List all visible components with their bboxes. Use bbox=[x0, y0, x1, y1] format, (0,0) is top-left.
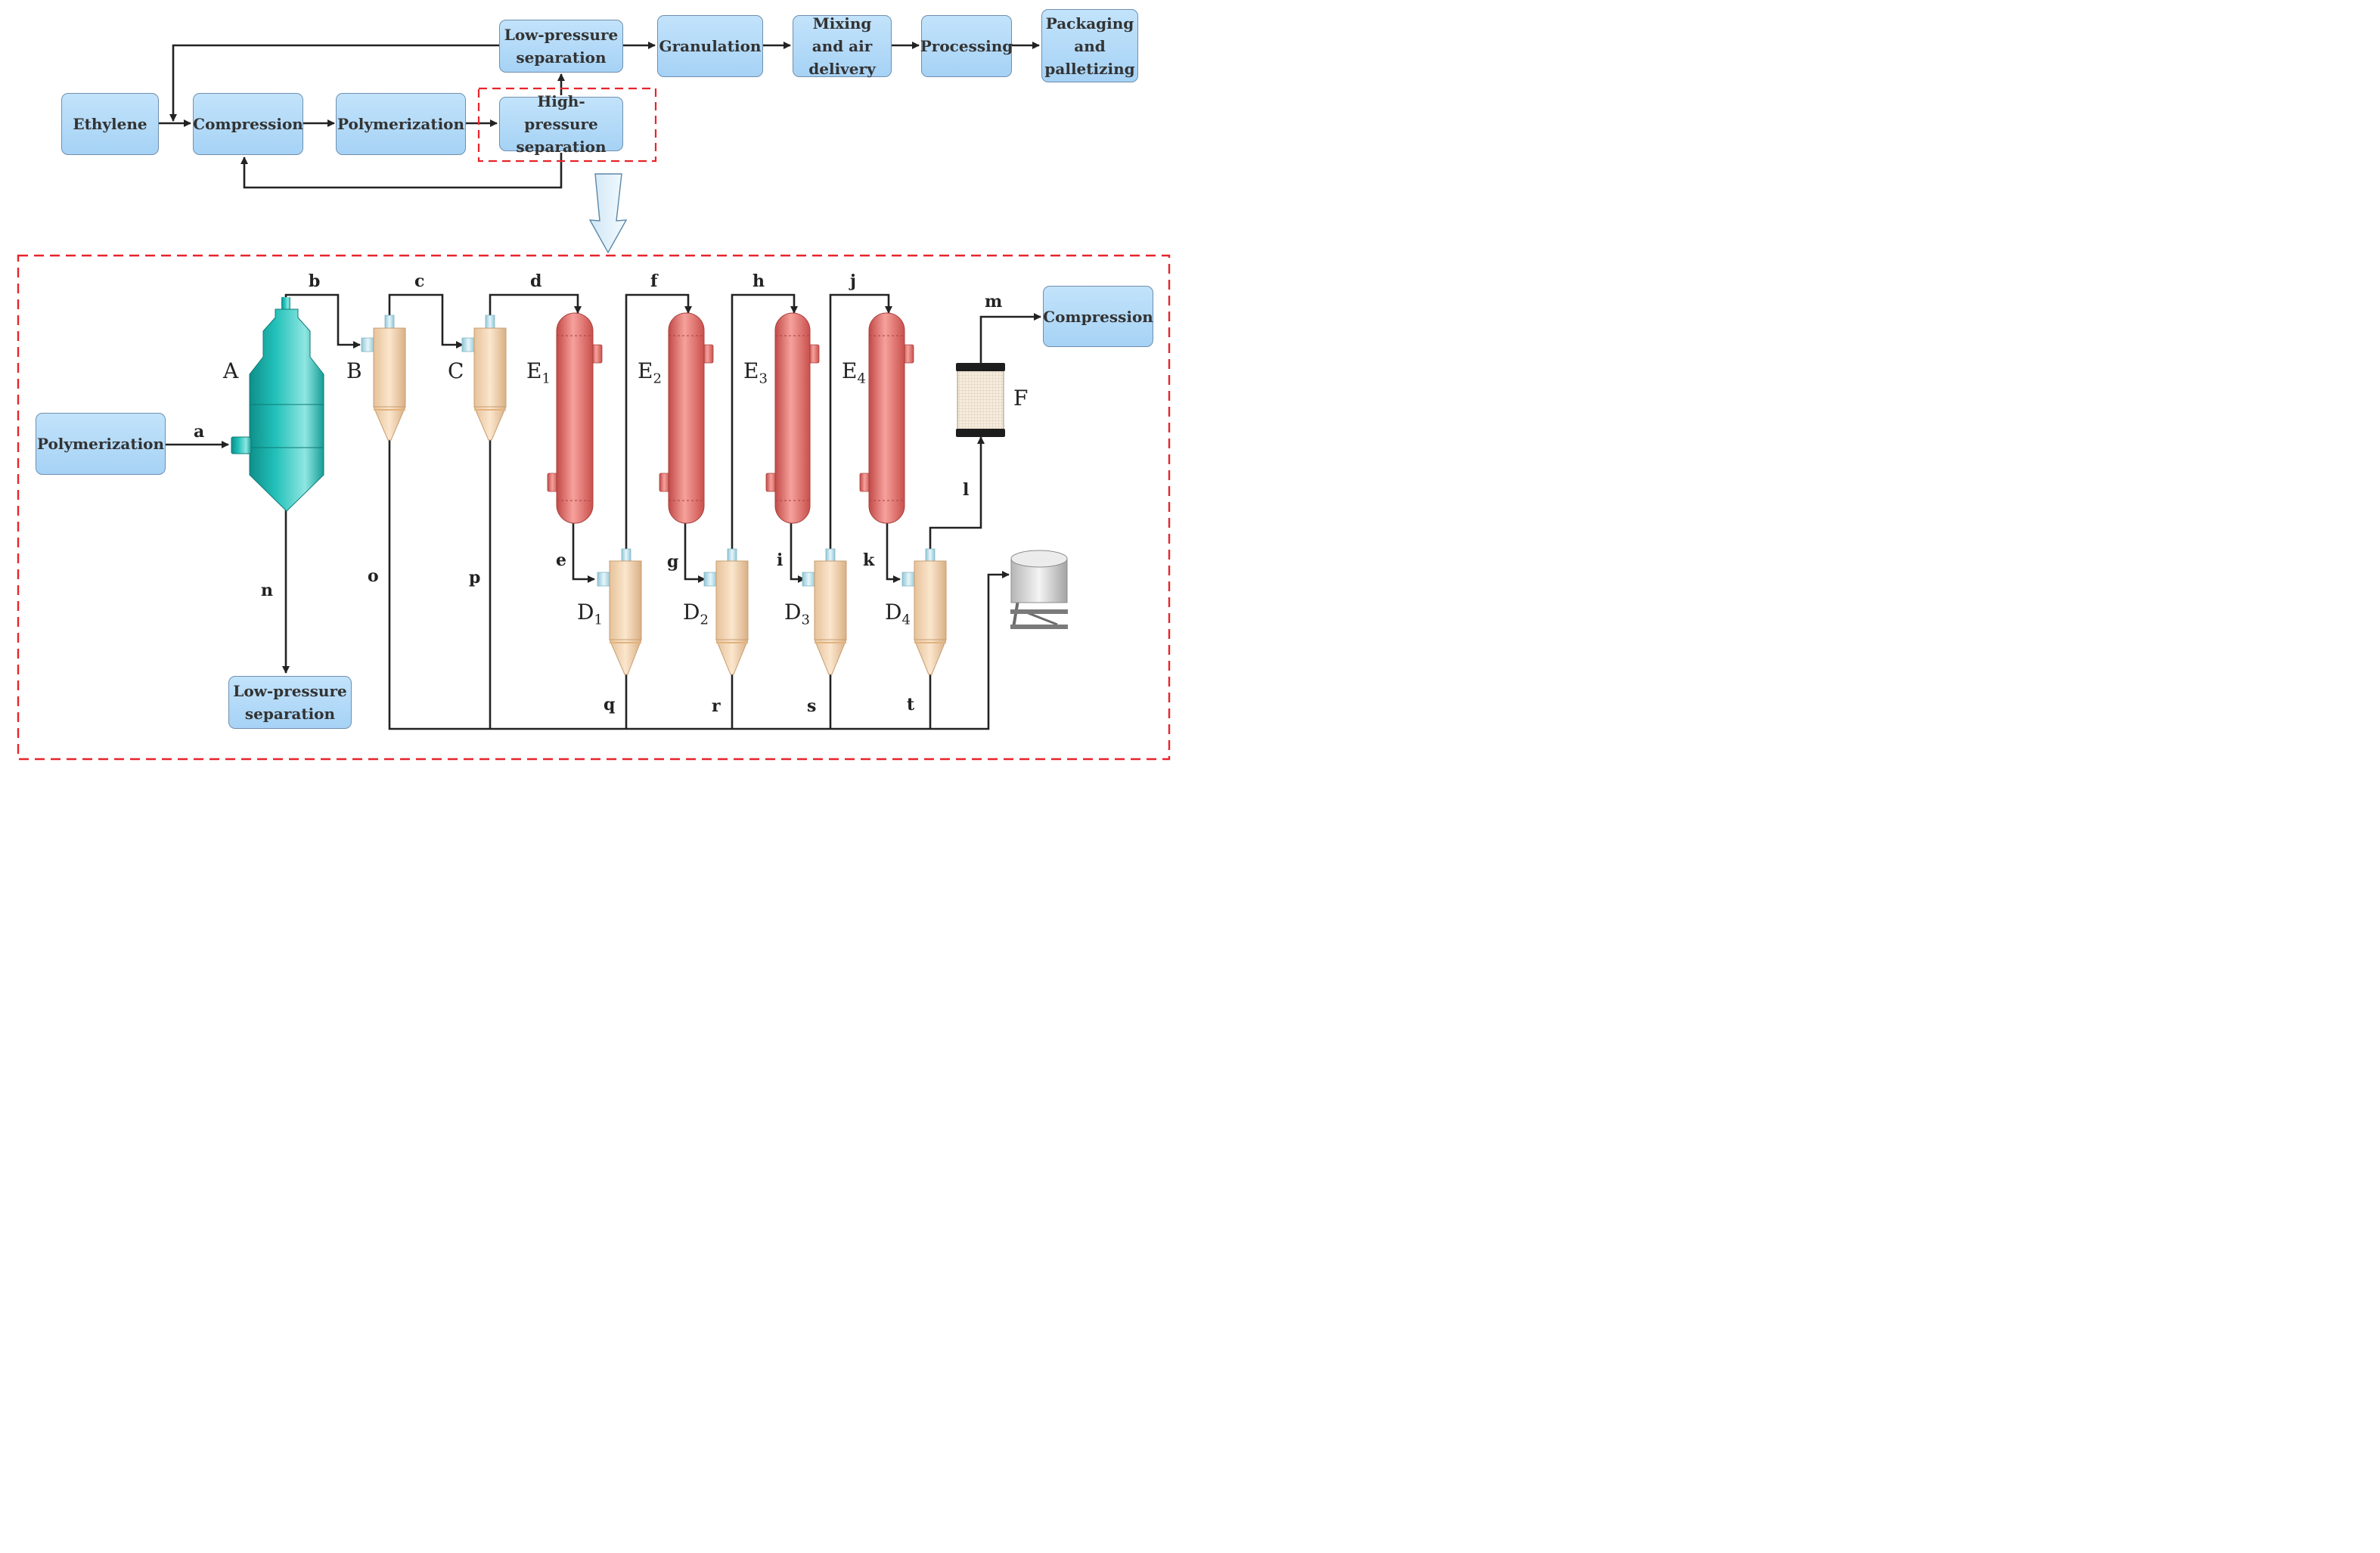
equipment-label-E3-sub: 3 bbox=[759, 370, 768, 387]
cooler-E1 bbox=[547, 312, 603, 524]
equipment-label-E2: E2 bbox=[638, 360, 662, 391]
stream-label-k: k bbox=[863, 550, 875, 570]
equipment-label-D4-sub: 4 bbox=[901, 612, 911, 628]
equipment-label-F: F bbox=[1013, 386, 1029, 411]
ethylene-label: Ethylene bbox=[73, 115, 147, 133]
equipment-label-D2: D2 bbox=[683, 601, 709, 632]
equipment-label-D1: D1 bbox=[577, 601, 603, 632]
detail-flow-lines bbox=[166, 293, 1041, 730]
equipment-label-D3: D3 bbox=[784, 601, 810, 632]
cyclone-B bbox=[361, 315, 406, 441]
stream-label-d: d bbox=[530, 271, 542, 291]
detail-low-pressure-separation-box: Low-pressure separation bbox=[228, 676, 352, 729]
equipment-label-E2-letter: E bbox=[638, 358, 653, 383]
equipment-label-D1-sub: 1 bbox=[594, 612, 603, 628]
cooler-E2 bbox=[659, 312, 714, 524]
filter-F bbox=[956, 363, 1005, 437]
stream-label-s: s bbox=[807, 696, 817, 716]
stream-label-p: p bbox=[469, 568, 481, 587]
processing-label: Processing bbox=[920, 37, 1013, 55]
cyclone-C bbox=[461, 315, 507, 441]
equipment-label-D2-letter: D bbox=[683, 600, 700, 625]
equipment-label-E3: E3 bbox=[743, 360, 768, 391]
high-pressure-separation-label: High-pressure separation bbox=[516, 92, 607, 156]
low-pressure-separation-box: Low-pressure separation bbox=[499, 20, 623, 73]
stream-label-q: q bbox=[604, 695, 616, 715]
stream-label-f: f bbox=[650, 271, 658, 291]
equipment-label-B: B bbox=[346, 358, 362, 383]
equipment-label-D4-letter: D bbox=[885, 600, 902, 625]
compression-box: Compression bbox=[193, 93, 303, 155]
equipment-label-E3-letter: E bbox=[743, 358, 759, 383]
storage-silo bbox=[1010, 550, 1068, 629]
stream-label-o: o bbox=[368, 566, 379, 586]
polymerization-label: Polymerization bbox=[337, 115, 465, 133]
cyclone-D2 bbox=[703, 548, 749, 675]
granulation-label: Granulation bbox=[659, 37, 762, 55]
packaging-palletizing-label: Packaging and palletizing bbox=[1044, 14, 1135, 78]
equipment-label-E1-letter: E bbox=[526, 358, 542, 383]
packaging-palletizing-box: Packaging and palletizing bbox=[1041, 9, 1138, 82]
equipment-label-D4: D4 bbox=[885, 601, 911, 632]
equipment-label-E4-sub: 4 bbox=[857, 370, 866, 387]
stream-label-j: j bbox=[850, 271, 856, 291]
stream-label-a: a bbox=[194, 422, 205, 442]
detail-frame bbox=[17, 254, 1171, 761]
equipment-label-D3-letter: D bbox=[784, 600, 802, 625]
detail-compression-label: Compression bbox=[1043, 307, 1153, 326]
stream-label-n: n bbox=[261, 581, 273, 600]
compression-label: Compression bbox=[193, 115, 303, 133]
stream-label-m: m bbox=[985, 292, 1003, 312]
equipment-label-E4: E4 bbox=[842, 360, 866, 391]
detail-low-pressure-separation-label: Low-pressure separation bbox=[233, 682, 347, 723]
stream-label-i: i bbox=[777, 550, 784, 570]
process-diagram-canvas bbox=[17, 42, 1171, 761]
equipment-label-D3-sub: 3 bbox=[801, 612, 810, 628]
detail-polymerization-box: Polymerization bbox=[36, 413, 166, 475]
stream-label-b: b bbox=[309, 271, 321, 291]
stream-label-e: e bbox=[556, 550, 566, 570]
equipment-label-E2-sub: 2 bbox=[653, 370, 662, 387]
cyclone-D1 bbox=[597, 548, 642, 675]
mixing-air-delivery-label: Mixing and air delivery bbox=[808, 14, 876, 78]
flash-tank-A bbox=[231, 297, 324, 512]
stream-label-g: g bbox=[667, 552, 679, 572]
ethylene-box: Ethylene bbox=[61, 93, 159, 155]
stream-label-l: l bbox=[963, 480, 970, 500]
detail-compression-box: Compression bbox=[1043, 286, 1153, 347]
stream-label-t: t bbox=[907, 695, 915, 715]
granulation-box: Granulation bbox=[657, 15, 763, 77]
equipment-label-E1-sub: 1 bbox=[541, 370, 551, 387]
equipment-label-C: C bbox=[448, 358, 464, 383]
cyclone-D3 bbox=[802, 548, 847, 675]
top-flow-lines bbox=[159, 42, 1040, 189]
polymerization-box: Polymerization bbox=[336, 93, 466, 155]
cooler-E4 bbox=[859, 312, 914, 524]
processing-box: Processing bbox=[920, 15, 1013, 77]
highlight-frame bbox=[477, 87, 657, 163]
stream-label-r: r bbox=[712, 696, 721, 716]
equipment-label-D1-letter: D bbox=[577, 600, 594, 625]
mixing-air-delivery-box: Mixing and air delivery bbox=[793, 14, 892, 78]
cyclone-D4 bbox=[901, 548, 947, 675]
stream-label-h: h bbox=[752, 271, 765, 291]
equipment-label-E4-letter: E bbox=[842, 358, 858, 383]
detail-polymerization-label: Polymerization bbox=[36, 435, 165, 453]
equipment-label-A: A bbox=[223, 358, 239, 383]
high-pressure-separation-box: High-pressure separation bbox=[499, 92, 623, 156]
zoom-down-arrow bbox=[588, 173, 628, 254]
low-pressure-separation-label: Low-pressure separation bbox=[504, 26, 619, 67]
stream-label-c: c bbox=[414, 271, 425, 291]
cooler-E3 bbox=[765, 312, 820, 524]
equipment-label-E1: E1 bbox=[526, 360, 551, 391]
equipment-label-D2-sub: 2 bbox=[700, 612, 709, 628]
